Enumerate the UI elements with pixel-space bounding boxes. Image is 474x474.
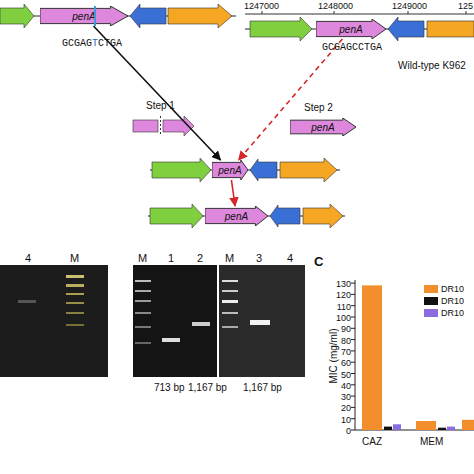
gene-arrow: penA (290, 118, 356, 136)
figure-label: 2 (197, 252, 203, 264)
figure-label: 3 (256, 252, 262, 264)
figure-label: MEM (420, 436, 443, 448)
figure-label: CAZ (362, 436, 382, 448)
legend-text: DR10 (441, 307, 464, 319)
figure-label: 1249000 (392, 0, 427, 12)
process-arrow (93, 26, 220, 160)
figure-label: 125 (458, 0, 473, 12)
figure-label: GCGAGCCTGA (322, 42, 382, 54)
figure-label: 1,167 bp (243, 382, 282, 394)
gene-name: penA (311, 122, 334, 133)
bar-chart (351, 280, 474, 430)
legend-swatch (424, 285, 438, 293)
tick-label: 100 (336, 312, 351, 324)
figure-label: C (314, 256, 323, 268)
figure-label: M (138, 252, 147, 264)
figure-label: Step 2 (304, 102, 333, 114)
sequence-text: GCGAG (62, 38, 92, 50)
tick-label: 0 (346, 425, 351, 437)
figure-label: 1 (168, 252, 174, 264)
tick-label: 90 (341, 323, 351, 335)
gene-arrow: penA (40, 6, 128, 26)
tick-label: 60 (341, 357, 351, 369)
figure-label: 1248000 (318, 0, 353, 12)
tick-label: 120 (336, 289, 351, 301)
gene-row (150, 158, 340, 182)
figure-label: 713 bp (154, 382, 185, 394)
figure-label: 1,167 bp (188, 382, 227, 394)
legend-text: DR10 (441, 295, 464, 307)
gene-name: penA (72, 11, 95, 22)
process-arrow (231, 180, 235, 206)
genome-scale (245, 11, 474, 14)
pcr-fragments (133, 116, 194, 136)
gel-image (133, 265, 305, 377)
sequence-group: GCGAGTCTGA (62, 38, 122, 50)
tick-label: 50 (341, 369, 351, 381)
tick-label: 30 (341, 391, 351, 403)
figure-label: Wild-type K962 (398, 60, 466, 72)
gene-arrow: penA (212, 160, 248, 180)
tick-label: 80 (341, 335, 351, 347)
legend-text: DR10 (441, 283, 464, 295)
gel-image (0, 265, 108, 377)
gene-row (148, 204, 345, 228)
gene-row (245, 17, 474, 41)
gene-row (0, 4, 236, 28)
gene-arrow: penA (205, 206, 268, 226)
gene-name: penA (218, 165, 241, 176)
legend-swatch (424, 297, 438, 305)
legend-swatch (424, 309, 438, 317)
process-arrow (239, 39, 343, 160)
mutation-mark (94, 6, 96, 26)
tick-label: 10 (341, 414, 351, 426)
figure-label: 4 (287, 252, 293, 264)
gene-name: penA (339, 24, 362, 35)
tick-label: 70 (341, 346, 351, 358)
tick-label: 130 (336, 278, 351, 290)
tick-label: 20 (341, 402, 351, 414)
gene-arrow: penA (316, 19, 386, 39)
tick-label: 110 (337, 301, 351, 313)
sequence-text: CTGA (98, 38, 122, 50)
axis-title: MIC (mg/ml) (328, 329, 340, 384)
tick-label: 40 (341, 380, 351, 392)
gene-name: penA (225, 211, 248, 222)
figure-label: 1247000 (244, 0, 279, 12)
figure-label: 4 (25, 252, 31, 264)
figure-label: Step 1 (146, 100, 175, 112)
sequence-text: T (92, 38, 98, 50)
figure-label: M (70, 252, 79, 264)
figure-label: M (225, 252, 234, 264)
